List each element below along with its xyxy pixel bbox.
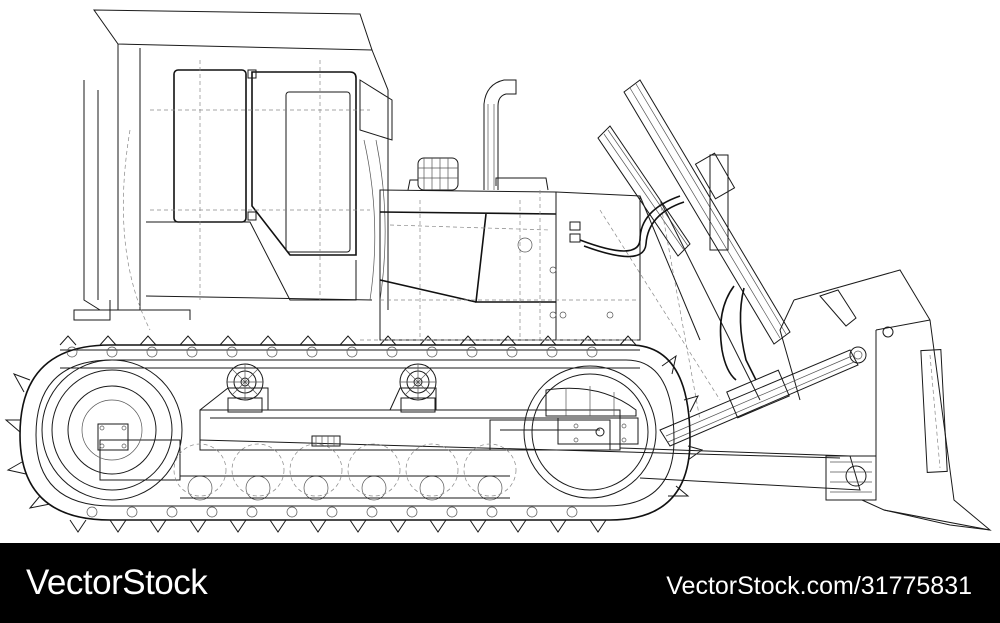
watermark-banner: VectorStock VectorStock.com/31775831 — [0, 543, 1000, 623]
exhaust-pipe — [483, 79, 549, 191]
stock-id-text: VectorStock.com/31775831 — [666, 572, 972, 600]
drive-sprocket — [41, 359, 183, 501]
air-filter — [407, 157, 459, 191]
dozer-blade — [779, 269, 992, 531]
lift-cylinders — [569, 79, 791, 421]
push-arm — [199, 349, 877, 501]
track-rollers — [173, 443, 517, 501]
crawler-track — [4, 335, 704, 533]
track-frame — [60, 349, 640, 481]
brand-logo: VectorStock — [26, 563, 208, 602]
carrier-rollers — [226, 363, 437, 413]
bulldozer-illustration — [4, 9, 992, 533]
cab-outline — [73, 9, 393, 321]
front-idler — [523, 365, 657, 499]
hidden-lines — [122, 129, 640, 341]
engine-hood — [379, 189, 641, 341]
